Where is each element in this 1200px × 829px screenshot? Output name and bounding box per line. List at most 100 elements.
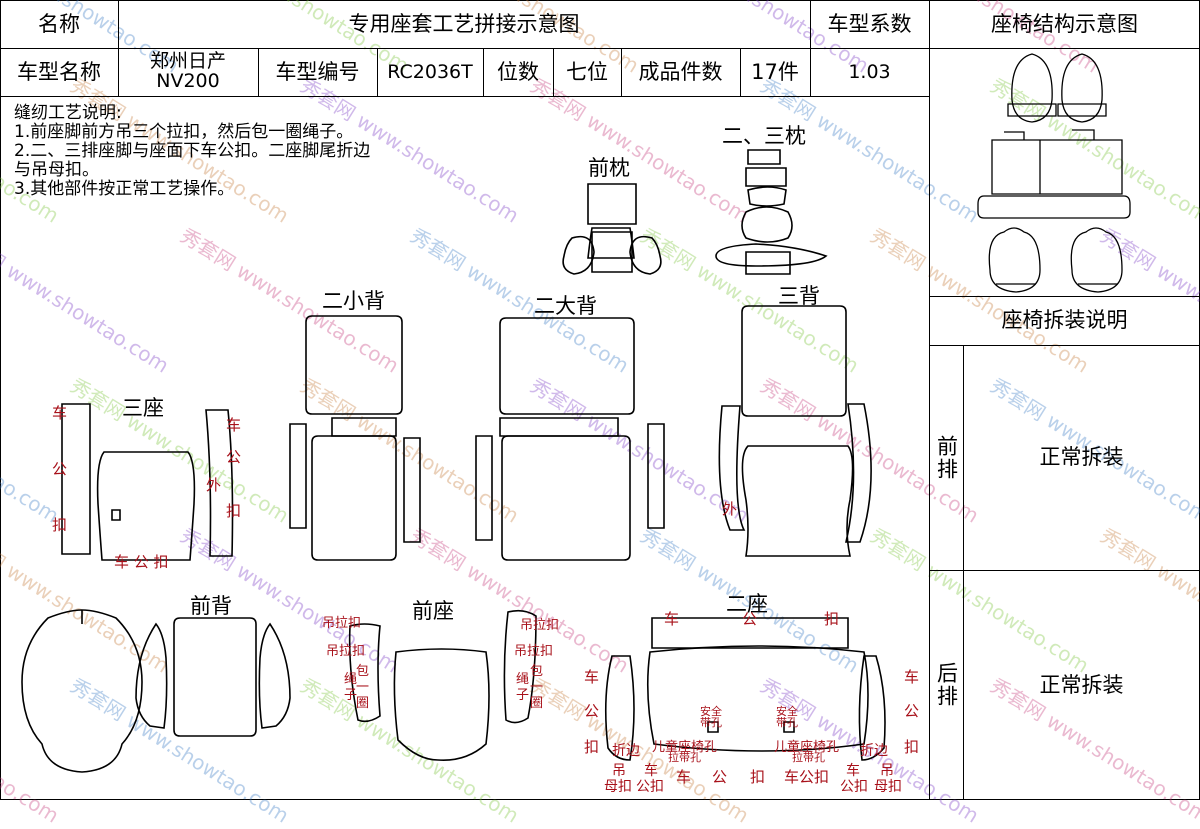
front-seat-left-icon [1011,53,1053,123]
front-seat-label: 前座 [412,599,454,623]
grid-line [929,570,1200,571]
front-seat-pattern [348,609,537,761]
annot-kou: 扣 [52,516,68,534]
code-value: RC2036T [387,60,473,83]
front-seat-right-icon [1061,53,1103,123]
annot-mu-kou: 母扣 [874,779,902,795]
annot-safety: 安全 [700,705,722,718]
annot-gong: 公 [742,610,758,628]
model-value-line2: NV200 [156,70,220,92]
seat3-label: 三座 [122,396,164,420]
back2-large-label: 二大背 [534,294,597,318]
annot-quan: 圈 [356,696,370,711]
notes-line: 3.其他部件按正常工艺操作。 [14,179,235,199]
second-row-seat-icon [1004,129,1095,140]
front-seat-left-icon [1007,103,1057,117]
pieces-label: 成品件数 [638,59,723,84]
annot-che: 车 [226,416,242,434]
front-back-pattern [21,609,291,773]
model-value-line1: 郑州日产 [149,50,226,73]
annot-che-gong-kou: 车公扣 [784,768,830,786]
annot-diao: 吊 [880,763,894,779]
grid-line [553,48,554,96]
annot-diao-la-kou: 吊拉扣 [322,616,362,631]
grid-line [740,48,741,96]
seat-structure-diagram [977,53,1131,293]
annot-che: 车 [846,763,860,779]
annot-child-seat-hole: 儿童座椅孔 [774,740,840,755]
grid-line [929,345,1200,346]
pillow-23-label: 二、三枕 [722,124,806,148]
annot-wai: 外 [206,476,222,494]
front-row-label: 前排 [934,434,959,481]
annot-kou: 扣 [584,738,600,756]
notes-line: 2.二、三排座脚与座面下车公扣。二座脚尾折边 [14,141,371,161]
page-title: 专用座套工艺拼接示意图 [348,11,580,36]
structure-title: 座椅结构示意图 [991,11,1138,36]
grid-line [118,0,119,96]
seat2-label: 二座 [726,592,768,616]
annot-che-gong-kou: 车 公 扣 [114,553,169,571]
annot-che: 车 [584,668,600,686]
grid-line [929,296,1200,297]
annot-zi: 子 [516,688,530,703]
back2-small-label: 二小背 [322,289,385,313]
pattern-drawing [21,53,1131,773]
annot-strap-hole: 拉带孔 [668,751,701,764]
annot-kou: 扣 [750,768,766,786]
annot-gong-kou: 公扣 [840,779,868,795]
annot-bao: 包 [530,664,544,679]
grid-line [0,96,929,97]
third-row-seat-left-icon [988,227,1041,293]
grid-line [963,345,964,800]
annot-che: 车 [904,668,920,686]
front-seat-right-icon [1057,103,1107,117]
annot-zhe-bian: 折边 [612,743,640,759]
annot-safety: 安全 [776,705,798,718]
annot-diao: 吊 [612,763,626,779]
annot-yi: 一 [530,680,544,695]
annot-diao-la-kou: 吊拉扣 [520,618,560,633]
annot-che: 车 [676,768,692,786]
front-pillow-label: 前枕 [588,156,630,180]
annot-che: 车 [52,404,68,422]
annot-zi: 子 [344,688,358,703]
back3-pattern [718,305,872,557]
third-row-seat-right-icon [1070,227,1123,293]
annot-che: 车 [644,763,658,779]
annot-gong-kou: 公扣 [636,779,664,795]
back2-large-pattern [475,317,665,561]
annot-gong: 公 [584,702,600,720]
notes-line: 1.前座脚前方吊三个拉扣，然后包一圈绳子。 [14,122,354,142]
annot-belt-hole: 带孔 [700,716,722,729]
grid-line [810,0,811,96]
annot-bao: 包 [356,664,370,679]
annot-kou: 扣 [824,610,840,628]
annot-che: 车 [664,610,680,628]
annot-zhe-bian: 折边 [860,743,888,759]
annot-kou: 扣 [226,502,242,520]
second-row-seat-icon [977,195,1131,219]
annot-sheng: 绳 [344,672,358,687]
annot-kou: 扣 [904,738,920,756]
annot-gong: 公 [52,460,68,478]
annot-child-seat-hole: 儿童座椅孔 [652,740,718,755]
front-pillow-pattern [562,183,662,275]
grid-line [483,48,484,96]
annot-belt-hole: 带孔 [776,716,798,729]
pieces-value: 17件 [751,59,799,84]
seats-label: 位数 [497,59,539,84]
back3-label: 三背 [778,284,820,308]
grid-line [258,48,259,96]
notes-title: 缝纫工艺说明: [14,103,122,123]
rear-row-text: 正常拆装 [1039,672,1124,697]
disassembly-title: 座椅拆装说明 [1001,308,1128,332]
code-label: 车型编号 [275,59,360,84]
seat3-pattern [61,403,234,561]
rear-row-label: 后排 [934,662,959,708]
model-value: 郑州日产 NV200 [118,48,258,96]
seat2-pattern [604,617,886,761]
name-label: 名称 [38,11,80,36]
annot-quan: 圈 [530,696,544,711]
grid-line [929,0,930,800]
